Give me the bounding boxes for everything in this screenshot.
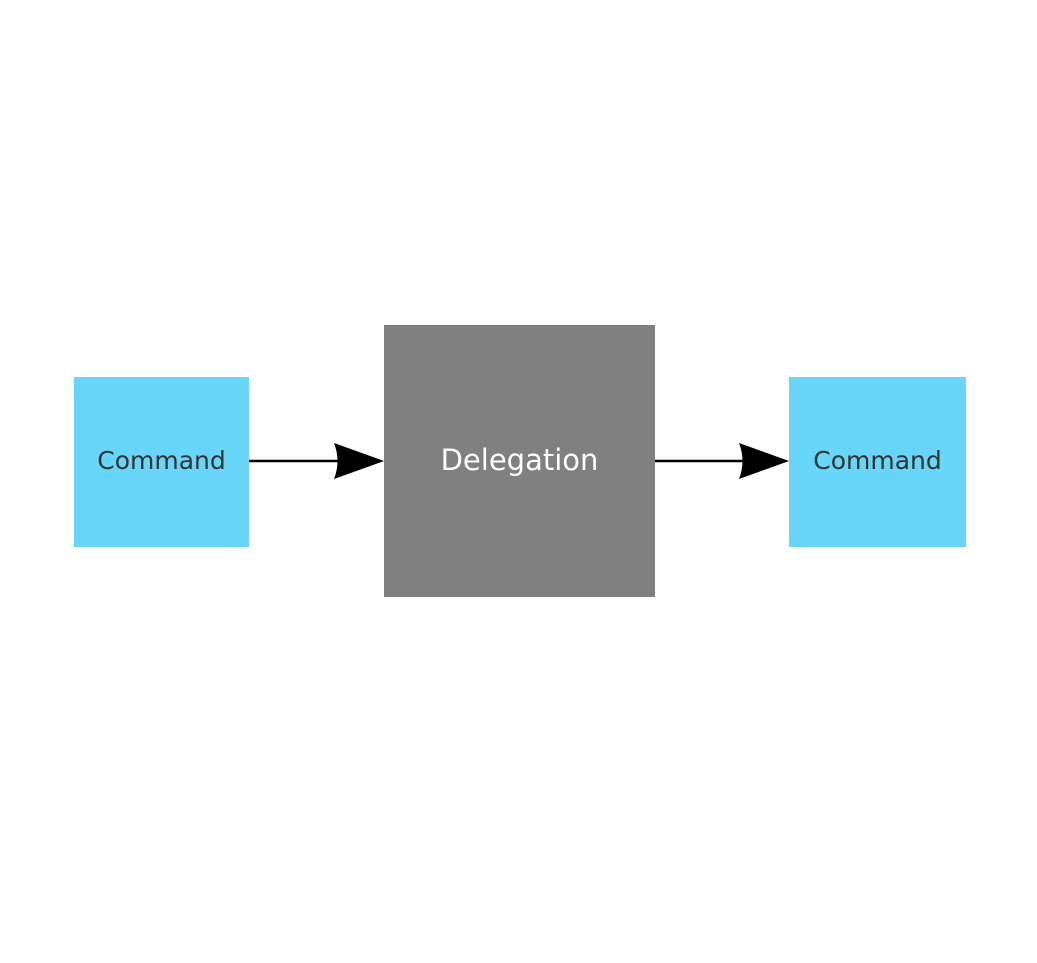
- node-delegation-label: Delegation: [441, 443, 599, 477]
- arrow-head-icon-2: [739, 443, 789, 479]
- edge-delegation-to-command-right: [655, 443, 789, 479]
- node-command-right[interactable]: Command: [789, 377, 966, 547]
- node-command-left-box[interactable]: [74, 377, 249, 547]
- node-command-right-box[interactable]: [789, 377, 966, 547]
- node-delegation-box[interactable]: [384, 325, 655, 597]
- node-delegation[interactable]: Delegation: [384, 325, 655, 597]
- node-command-left[interactable]: Command: [74, 377, 249, 547]
- arrow-head-icon-1: [334, 443, 384, 479]
- node-command-left-label: Command: [97, 446, 226, 475]
- edge-command-left-to-delegation: [249, 443, 384, 479]
- node-command-right-label: Command: [813, 446, 942, 475]
